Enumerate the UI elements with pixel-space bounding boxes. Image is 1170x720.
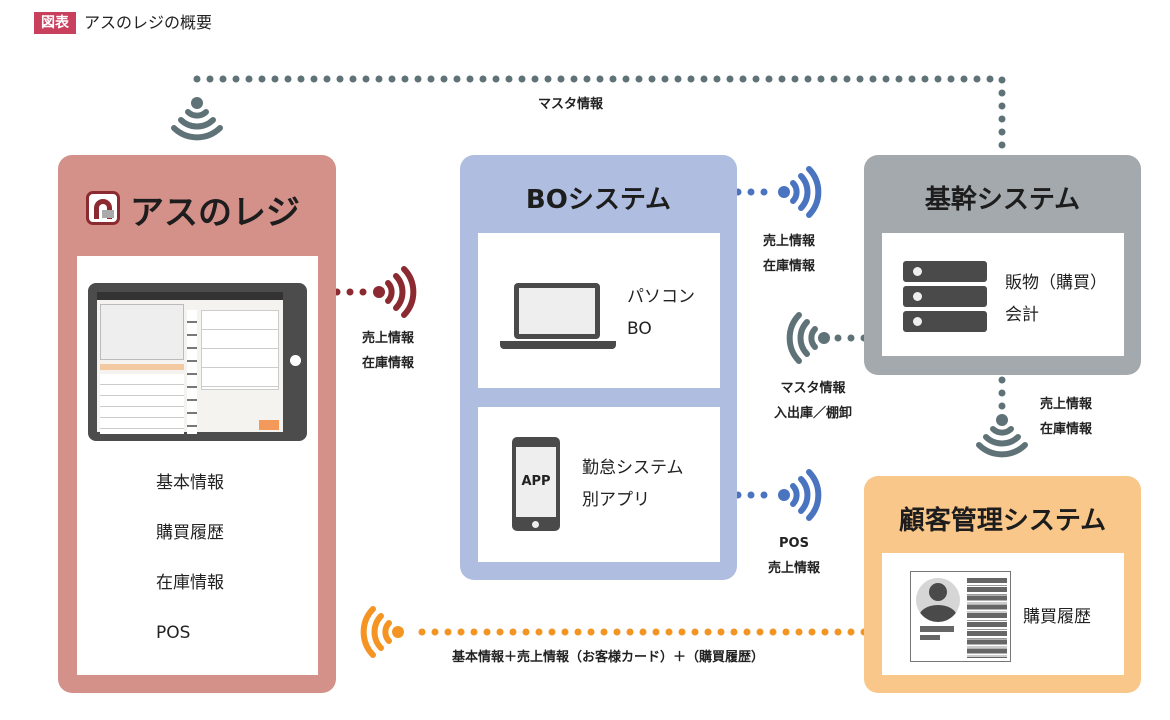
link-label: POS	[779, 536, 809, 551]
app-line: 別アプリ	[582, 490, 650, 510]
bo-pc-card: パソコン BO	[478, 233, 720, 388]
rasu-item: 基本情報	[156, 473, 224, 493]
rasu-title: アスのレジ	[130, 193, 300, 233]
link-label: 売上情報	[763, 234, 816, 249]
link-label: 売上情報	[362, 331, 415, 346]
figure-title: アスのレジの概要	[84, 13, 213, 32]
rasu-logo-icon	[86, 191, 120, 225]
laptop-icon	[514, 283, 600, 339]
app-label: APP	[516, 447, 556, 517]
link-label: 基本情報＋売上情報（お客様カード）＋（購買履歴）	[452, 650, 765, 665]
wifi-icon	[778, 166, 822, 218]
pc-line: BO	[627, 319, 652, 339]
wifi-icon	[976, 414, 1028, 458]
bo-app-card: APP 勤怠システム別アプリ	[478, 407, 720, 562]
customer-line: 購買履歴	[1023, 607, 1091, 627]
wifi-icon	[373, 266, 417, 318]
rasu-item: 在庫情報	[156, 573, 224, 593]
pc-line: パソコン	[627, 287, 695, 307]
kikan-inner: 販物（購買） 会計	[882, 233, 1124, 356]
rasu-panel: アスのレジ 基本情報 購買履歴 在庫情報 POS	[58, 155, 336, 693]
bo-title: BOシステム	[525, 185, 672, 215]
bo-panel: BOシステム パソコン BO APP 勤怠システム別アプリ	[460, 155, 737, 580]
figure-badge: 図表	[34, 12, 76, 34]
link-label: 売上情報	[767, 561, 820, 576]
link-label: 入出庫／棚卸	[773, 406, 852, 421]
wifi-icon	[360, 606, 404, 658]
customer-inner: 購買履歴	[882, 553, 1124, 675]
kikan-line: 販物（購買）	[1005, 273, 1107, 293]
kikan-panel: 基幹システム 販物（購買） 会計	[864, 155, 1141, 375]
wifi-icon	[786, 312, 830, 364]
wifi-icon	[778, 469, 822, 521]
customer-title: 顧客管理システム	[898, 506, 1107, 536]
smartphone-icon: APP	[512, 437, 560, 531]
link-label: マスタ情報	[780, 381, 846, 396]
customer-panel: 顧客管理システム 購買履歴	[864, 476, 1141, 693]
link-label: 在庫情報	[1040, 422, 1093, 437]
customer-card-icon	[910, 571, 1011, 662]
link-label: 売上情報	[1040, 397, 1093, 412]
rasu-inner: 基本情報 購買履歴 在庫情報 POS	[77, 256, 318, 675]
server-icon	[903, 261, 987, 332]
link-label: 在庫情報	[763, 259, 816, 274]
rasu-item: 購買履歴	[156, 523, 224, 543]
app-line: 勤怠システム	[582, 458, 684, 478]
tablet-image	[88, 283, 307, 441]
wifi-icon	[171, 97, 223, 141]
kikan-line: 会計	[1005, 305, 1039, 325]
rasu-item: POS	[156, 623, 191, 643]
link-label: 在庫情報	[362, 356, 415, 371]
master-label: マスタ情報	[538, 97, 604, 112]
kikan-title: 基幹システム	[924, 185, 1081, 215]
master-dotted-line	[193, 75, 1006, 154]
